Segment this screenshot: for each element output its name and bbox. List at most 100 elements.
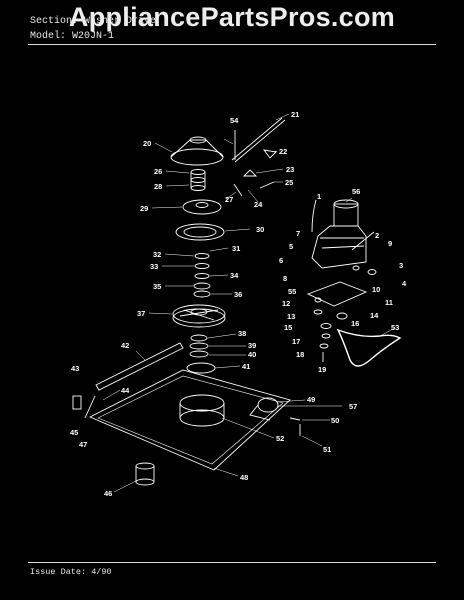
label-15: 15 (284, 323, 292, 332)
label-18: 18 (296, 350, 304, 359)
screw-13 (313, 309, 323, 315)
label-50: 50 (331, 416, 339, 425)
washer-17 (321, 333, 331, 339)
label-24: 24 (254, 200, 263, 209)
wire-1 (311, 199, 317, 233)
label-11: 11 (385, 298, 393, 307)
label-6: 6 (279, 256, 283, 265)
label-35: 35 (153, 282, 161, 291)
washer-16 (320, 323, 332, 329)
label-3: 3 (399, 261, 403, 270)
label-27: 27 (225, 195, 233, 204)
link-22 (262, 149, 277, 159)
label-8: 8 (283, 274, 287, 283)
part-number-labels: 20 26 28 29 30 31 32 33 34 35 36 37 38 3… (70, 110, 407, 498)
label-32: 32 (153, 250, 161, 259)
header-rule (28, 44, 436, 45)
drive-belt (336, 328, 402, 367)
label-22: 22 (279, 147, 287, 156)
label-48: 48 (240, 473, 248, 482)
label-30: 30 (256, 225, 264, 234)
footer-rule (28, 562, 436, 563)
drive-cap (170, 136, 224, 166)
mounting-bar (95, 342, 184, 391)
actuator-rod (231, 117, 283, 161)
label-7: 7 (296, 229, 300, 238)
washer-33 (194, 263, 210, 269)
label-40: 40 (248, 350, 256, 359)
label-53: 53 (391, 323, 399, 332)
label-14: 14 (370, 311, 379, 320)
washer-36 (193, 290, 211, 298)
label-2: 2 (375, 231, 379, 240)
label-19: 19 (318, 365, 326, 374)
watermark: AppliancePartsPros.com (68, 2, 396, 32)
label-31: 31 (232, 244, 240, 253)
label-54: 54 (230, 116, 239, 125)
washer-32 (194, 253, 210, 259)
label-42: 42 (121, 341, 129, 350)
label-4: 4 (402, 279, 407, 288)
drive-pulley (172, 304, 226, 328)
label-16: 16 (351, 319, 359, 328)
screw-12 (314, 297, 322, 303)
tub-opening (179, 394, 225, 427)
clutch-disk (182, 199, 222, 215)
label-36: 36 (234, 290, 242, 299)
label-37: 37 (137, 309, 145, 318)
label-51: 51 (323, 445, 331, 454)
label-1: 1 (317, 192, 321, 201)
label-34: 34 (230, 271, 239, 280)
label-57: 57 (349, 402, 357, 411)
label-10: 10 (372, 285, 380, 294)
label-45: 45 (70, 428, 78, 437)
leveling-foot (135, 462, 155, 486)
washer-35 (193, 282, 211, 290)
label-46: 46 (104, 489, 112, 498)
washer-34 (194, 273, 210, 279)
spring-stack (190, 169, 206, 191)
base-plate (88, 369, 291, 471)
motor-mount (306, 281, 368, 307)
seal-ring (175, 223, 225, 241)
label-38: 38 (238, 329, 246, 338)
label-44: 44 (121, 386, 130, 395)
label-13: 13 (287, 312, 295, 321)
link-25 (259, 181, 275, 189)
nut-18 (319, 343, 329, 349)
label-49: 49 (307, 395, 315, 404)
label-56: 56 (352, 187, 360, 196)
fitting-3 (367, 269, 377, 275)
link-23 (242, 169, 258, 177)
label-28: 28 (154, 182, 162, 191)
label-25: 25 (285, 178, 293, 187)
wire-2 (351, 231, 375, 251)
pin-27 (233, 183, 243, 197)
label-41: 41 (242, 362, 250, 371)
label-29: 29 (140, 204, 148, 213)
hub-stack (186, 334, 216, 374)
label-23: 23 (286, 165, 294, 174)
label-17: 17 (292, 337, 300, 346)
label-5: 5 (289, 242, 293, 251)
label-43: 43 (71, 364, 79, 373)
label-12: 12 (282, 299, 290, 308)
label-21: 21 (291, 110, 299, 119)
label-33: 33 (150, 262, 158, 271)
label-55: 55 (288, 287, 296, 296)
label-52: 52 (276, 434, 284, 443)
bracket-43 (72, 395, 82, 410)
label-9: 9 (388, 239, 392, 248)
pump-assembly (249, 397, 279, 421)
label-47: 47 (79, 440, 87, 449)
label-20: 20 (143, 139, 151, 148)
label-26: 26 (154, 167, 162, 176)
clip-50 (289, 417, 301, 421)
model-label: Model: W20JN-1 (30, 31, 115, 42)
issue-date: Issue Date: 4/90 (30, 567, 112, 577)
section-title: Section: Washer Drive (30, 16, 157, 27)
rod-44 (84, 395, 96, 419)
bushing-14 (336, 312, 348, 320)
